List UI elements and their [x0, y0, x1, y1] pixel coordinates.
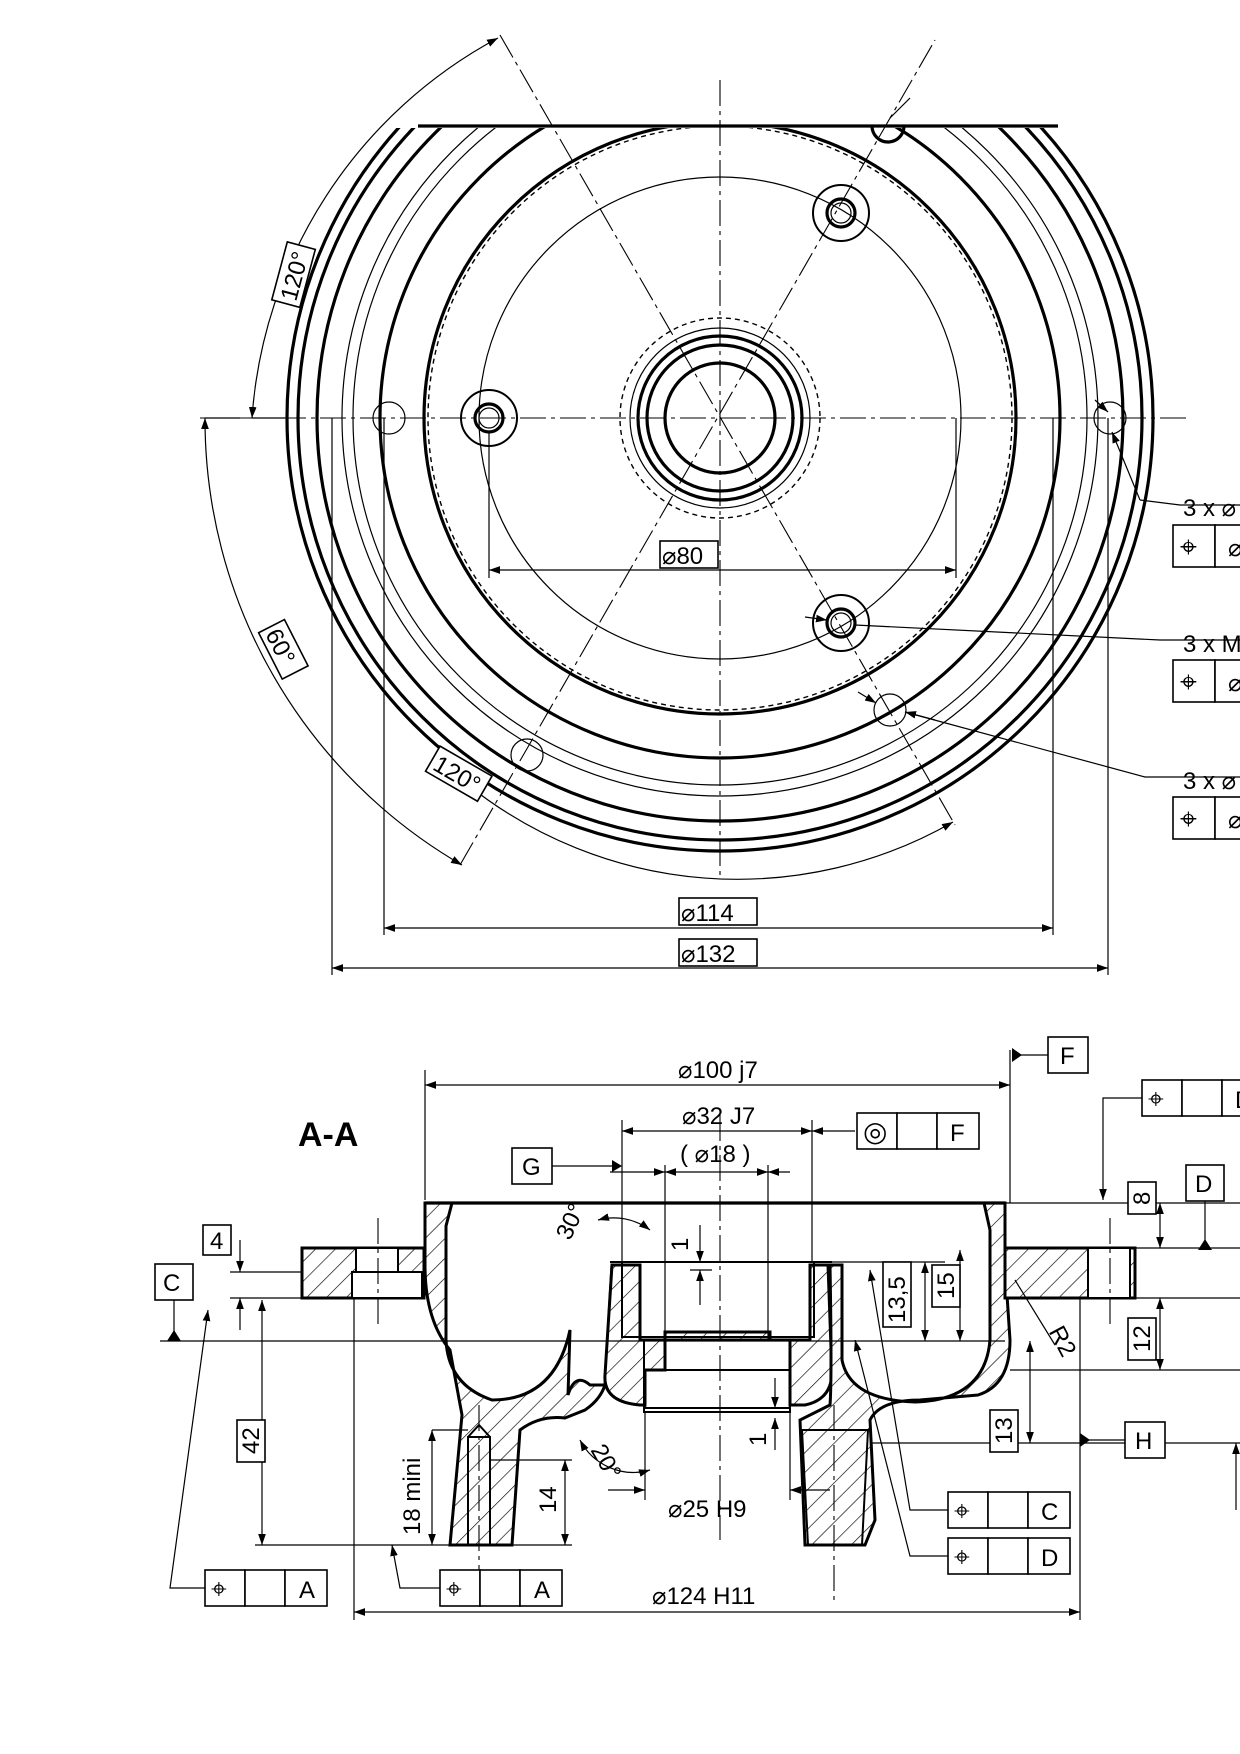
dim-13: 13 — [991, 1417, 1018, 1444]
callout-2-text: 3 x M — [1183, 631, 1240, 658]
datum-F: F — [1060, 1043, 1075, 1070]
section-title: A-A — [298, 1116, 358, 1154]
frame-A-left-symbol: ⌖ — [211, 1573, 227, 1604]
datum-C: C — [163, 1270, 180, 1297]
notch — [870, 125, 906, 144]
callout-3-position-symbol: ⌖ — [1180, 803, 1197, 836]
frame-A-mid-symbol: ⌖ — [446, 1573, 462, 1604]
angle-120-upper-label: 120° — [276, 249, 315, 304]
dim-1-top: 1 — [667, 1238, 694, 1251]
frame-C-ref: C — [1041, 1499, 1058, 1526]
section-web — [603, 1263, 834, 1407]
datum-H: H — [1135, 1428, 1152, 1455]
dim-1-bottom: 1 — [745, 1433, 772, 1446]
dim-42: 42 — [238, 1427, 265, 1454]
dim-14: 14 — [535, 1486, 562, 1513]
dim-8: 8 — [1129, 1192, 1156, 1205]
section-body-right — [798, 1201, 1012, 1547]
angle-20-label: 20° — [585, 1439, 627, 1484]
callout-2-frame-partial: ⌀ — [1228, 670, 1240, 697]
datum-D: D — [1195, 1171, 1212, 1198]
callout-3-frame-partial: ⌀ — [1228, 807, 1240, 834]
frame-F-ref: F — [950, 1120, 965, 1147]
frame-C-symbol: ⌖ — [954, 1495, 970, 1526]
top-view: ⌀80 ⌀114 ⌀132 120° 60° 120° — [200, 34, 1240, 975]
angle-30-label: 30° — [551, 1200, 591, 1244]
dia-100-label: ⌀100 j7 — [678, 1057, 758, 1084]
angle-120-lower-arc — [467, 784, 954, 880]
callout-1-text: 3 x ⌀ — [1183, 495, 1236, 522]
section-view: A-A ⌀100 j7 — [154, 1036, 1240, 1620]
angle-60-arc — [201, 417, 463, 866]
datum-G: G — [522, 1154, 541, 1181]
dim-12: 12 — [1129, 1325, 1156, 1352]
dim-15: 15 — [933, 1272, 960, 1299]
callout-1-position-symbol: ⌖ — [1180, 531, 1197, 564]
frame-A-mid-ref: A — [534, 1577, 550, 1604]
dia-124-label: ⌀124 H11 — [652, 1583, 755, 1610]
dia-25-label: ⌀25 H9 — [668, 1496, 747, 1523]
callout-1-frame-partial: ⌀ — [1228, 535, 1240, 562]
hole-group — [372, 184, 1127, 772]
dia-18-label: ( ⌀18 ) — [680, 1141, 750, 1168]
frame-top-right-ref: D — [1235, 1087, 1240, 1114]
r2-label: R2 — [1043, 1322, 1081, 1362]
dia-114-label: ⌀114 — [681, 900, 734, 927]
callout-2-position-symbol: ⌖ — [1180, 666, 1197, 699]
dim-18-mini: 18 mini — [399, 1458, 426, 1535]
frame-D-ref: D — [1041, 1545, 1058, 1572]
frame-A-left-ref: A — [299, 1577, 315, 1604]
frame-top-right-symbol: ⌖ — [1148, 1083, 1164, 1114]
frame-D-symbol: ⌖ — [954, 1541, 970, 1572]
dim-4: 4 — [210, 1228, 223, 1255]
dim-13-5: 13,5 — [884, 1276, 911, 1323]
angle-120-upper-arc — [248, 37, 499, 419]
concentricity-symbol: ◎ — [863, 1116, 887, 1147]
dia-80-label: ⌀80 — [662, 543, 703, 570]
dia-32-label: ⌀32 J7 — [682, 1103, 755, 1130]
dia-132-label: ⌀132 — [681, 941, 736, 968]
callout-3-text: 3 x ⌀ — [1183, 768, 1236, 795]
